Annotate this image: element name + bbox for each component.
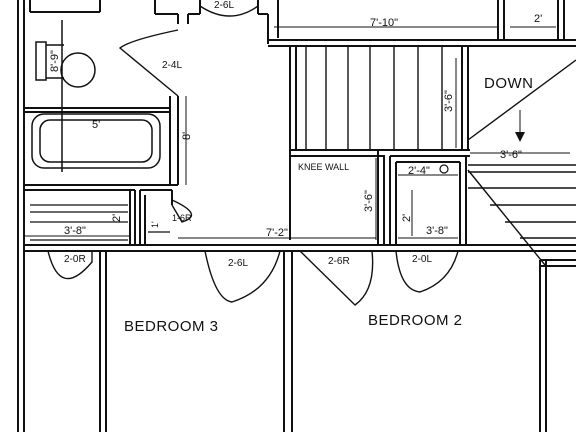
door-swing-bedroom3-entry xyxy=(204,250,281,303)
label-knee-wall: KNEE WALL xyxy=(298,162,349,172)
dim-small-closet-depth: 1' xyxy=(150,221,160,228)
door-label-top-center: 2-6L xyxy=(214,0,234,11)
dim-closet2-width: 2'-4" xyxy=(408,165,430,177)
dim-knee-wall-height: 3'-6" xyxy=(363,190,375,212)
label-down: DOWN xyxy=(484,75,534,92)
dim-hall-vertical: 8' xyxy=(181,132,193,140)
dim-tub-width: 5' xyxy=(92,119,100,131)
label-bedroom3: BEDROOM 3 xyxy=(124,318,219,335)
dim-linen-width: 3'-8" xyxy=(64,225,86,237)
dim-closet2-lower-width: 3'-8" xyxy=(426,225,448,237)
dim-closet2-height: 2' xyxy=(401,214,413,222)
dim-stair-width: 3'-6" xyxy=(500,149,522,161)
door-swing-bedroom2-closet xyxy=(395,250,459,293)
walls xyxy=(17,0,576,432)
door-label-bedroom2-entry: 2-6R xyxy=(328,256,350,267)
bath-fixtures xyxy=(31,20,161,172)
dimension-lines xyxy=(24,26,570,240)
dim-top-far-right: 2' xyxy=(534,13,542,25)
door-swing-bedroom2-entry xyxy=(299,250,374,306)
dim-linen-depth: 2' xyxy=(111,214,123,222)
label-bedroom2: BEDROOM 2 xyxy=(368,312,463,329)
dim-top-right-width: 7'-10" xyxy=(370,17,398,29)
door-label-bedroom3-entry: 2-6L xyxy=(228,258,248,269)
bathtub xyxy=(31,113,161,169)
closet2-circle-mark xyxy=(439,164,449,174)
down-arrow-head xyxy=(515,132,525,142)
dim-bath-vertical: 8'-9" xyxy=(49,50,61,72)
door-swing-top-center xyxy=(199,5,259,17)
stair-treads xyxy=(305,46,576,266)
toilet-tank xyxy=(35,41,47,81)
toilet-bowl xyxy=(60,52,96,88)
linen-shelves xyxy=(30,204,170,241)
bathtub-basin xyxy=(39,119,153,163)
door-label-upper-left: 2-4L xyxy=(162,60,182,71)
door-label-bedroom3-closet: 2-0R xyxy=(64,254,86,265)
door-label-bath-closet: 1-6R xyxy=(172,213,192,223)
door-swing-bath-closet xyxy=(171,199,193,223)
door-swing-upper-left xyxy=(118,29,179,97)
dim-hall-width: 7'-2" xyxy=(266,227,288,239)
door-swings xyxy=(47,5,459,306)
dim-stair-vertical: 3'-6" xyxy=(443,90,455,112)
door-label-bedroom2-closet: 2-0L xyxy=(412,254,432,265)
door-swing-bedroom3-closet xyxy=(47,250,93,280)
